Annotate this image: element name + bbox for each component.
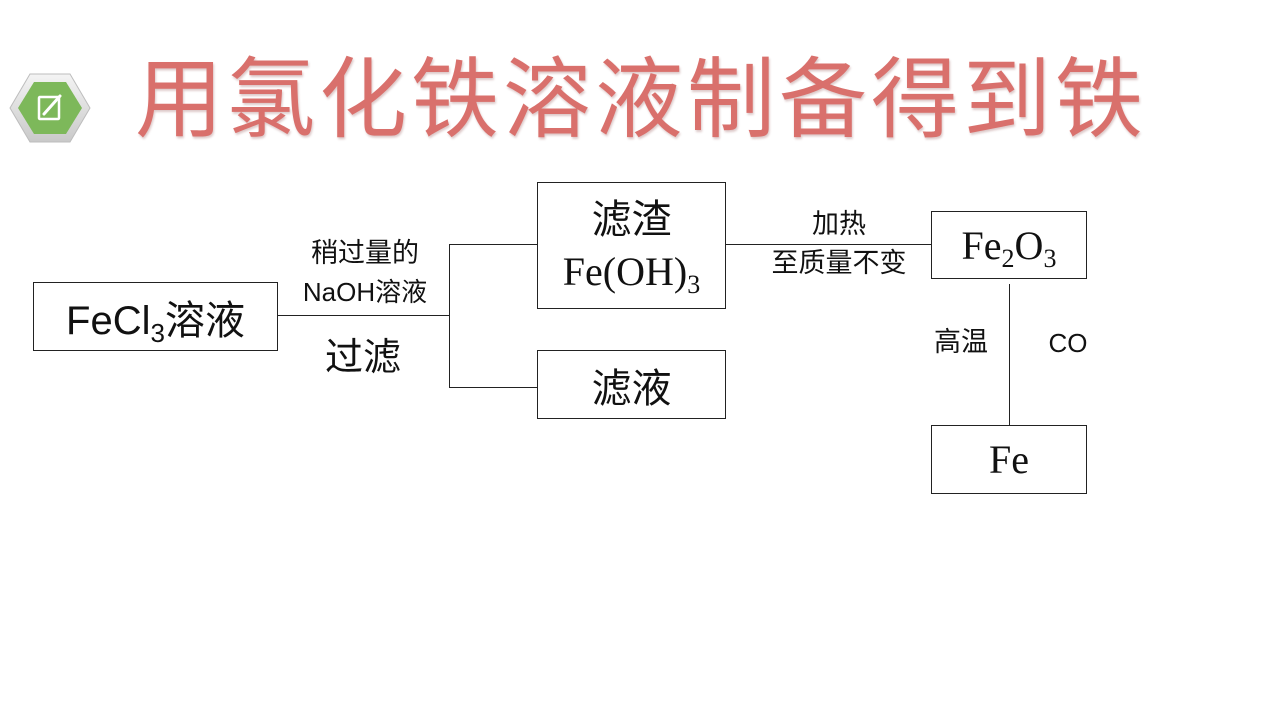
step3-condition: 高温 [934,327,988,357]
node-filter-residue: 滤渣 Fe(OH)3 [537,182,726,309]
connector-oxide-to-iron [1009,284,1011,426]
node-ferric-chloride-label: FeCl3溶液 [66,298,245,348]
connector-branch-vertical [449,244,451,388]
node-filtrate: 滤液 [537,350,726,419]
edit-icon [8,70,92,146]
step1-reagent-line2: NaOH溶液 [302,277,428,307]
connector-residue-to-oxide [725,244,932,246]
step3-reagent: CO [1048,328,1088,358]
step2-line2: 至质量不变 [771,248,907,278]
slide-title: 用氯化铁溶液制备得到铁 [135,48,1148,151]
node-iron: Fe [931,425,1087,494]
connector-branch-to-residue [449,244,538,246]
node-ferric-chloride-solution: FeCl3溶液 [33,282,278,351]
node-filter-residue-formula: Fe(OH)3 [562,248,701,299]
step1-reagent-line1: 稍过量的 [311,238,419,268]
node-iron-name: Fe [989,437,1029,482]
step1-operation: 过滤 [324,337,401,379]
connector-branch-to-filtrate [449,387,538,389]
connector-start-to-branch [277,315,450,317]
node-filtrate-name: 滤液 [591,365,672,411]
node-iron-oxide-formula: Fe2O3 [961,222,1057,273]
step2-line1: 加热 [812,209,866,239]
node-iron-oxide: Fe2O3 [931,211,1087,279]
node-filter-residue-name: 滤渣 [591,196,672,242]
